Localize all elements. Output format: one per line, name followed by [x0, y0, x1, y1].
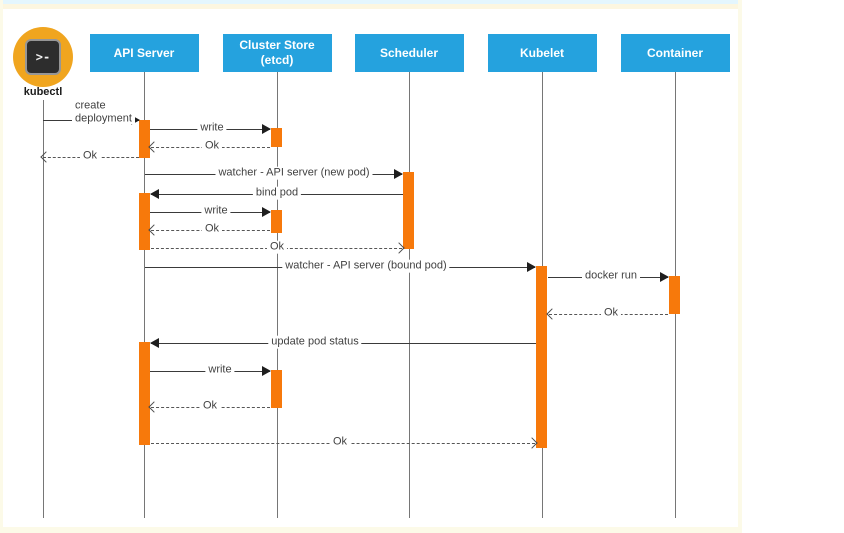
activation-bar-cluster-store-etcd[interactable]	[271, 210, 282, 233]
message-label: bind pod	[252, 186, 302, 200]
participant-header-cluster-store-etcd[interactable]: Cluster Store(etcd)	[222, 34, 332, 72]
participant-header-label: API Server	[113, 45, 175, 60]
message-label: Ok	[266, 240, 288, 254]
activation-bar-cluster-store-etcd[interactable]	[271, 370, 282, 408]
arrowhead-open-icon	[148, 401, 160, 413]
arrowhead-filled-icon	[262, 124, 271, 134]
message-label: watcher - API server (bound pod)	[282, 259, 450, 273]
message-label-line: deployment	[75, 112, 132, 124]
lifeline-scheduler[interactable]	[409, 72, 410, 518]
activation-bar-container[interactable]	[669, 276, 680, 314]
message-label: update pod status	[268, 335, 362, 349]
arrowhead-filled-icon	[660, 272, 669, 282]
message-label: Ok	[201, 222, 223, 236]
lifeline-kubectl[interactable]	[43, 100, 44, 518]
participant-header-scheduler[interactable]: Scheduler	[354, 34, 464, 72]
arrowhead-open-icon	[546, 308, 558, 320]
frame-top-band	[0, 0, 742, 4]
participant-header-kubelet[interactable]: Kubelet	[487, 34, 597, 72]
message-label: Ok	[329, 435, 351, 449]
message-label: Ok	[79, 149, 101, 163]
message-label: Ok	[600, 306, 622, 320]
arrowhead-filled-icon	[527, 262, 536, 272]
terminal-prompt: >-	[35, 50, 51, 64]
arrowhead-filled-icon	[262, 207, 271, 217]
terminal-icon: >-	[25, 39, 61, 75]
message-label: docker run	[582, 269, 640, 283]
message-label: write	[205, 363, 235, 377]
frame-right-border	[738, 0, 742, 533]
participant-header-label: Scheduler	[379, 45, 439, 60]
participant-header-api-server[interactable]: API Server	[89, 34, 199, 72]
activation-bar-api-server[interactable]	[139, 120, 150, 158]
frame-bottom-border	[0, 527, 742, 533]
frame-left-border	[0, 0, 3, 533]
activation-bar-kubelet[interactable]	[536, 266, 547, 448]
message-label: write	[201, 204, 231, 218]
arrowhead-filled-icon	[131, 115, 140, 125]
arrowhead-filled-icon	[394, 169, 403, 179]
participant-header-label: (etcd)	[260, 53, 294, 67]
arrowhead-filled-icon	[150, 189, 159, 199]
message-label: watcher - API server (new pod)	[215, 166, 373, 180]
activation-bar-scheduler[interactable]	[403, 172, 414, 249]
frame-top-border	[0, 4, 742, 9]
participant-header-container[interactable]: Container	[620, 34, 730, 72]
lifeline-cluster-store-etcd[interactable]	[277, 72, 278, 518]
arrowhead-open-icon	[148, 141, 160, 153]
kubectl-label: kubectl	[23, 86, 63, 98]
participant-header-label: Cluster Store	[239, 38, 315, 52]
arrowhead-open-icon	[148, 224, 160, 236]
message-label: Ok	[201, 139, 223, 153]
participant-header-label: Container	[646, 45, 703, 60]
lifeline-api-server[interactable]	[144, 72, 145, 518]
activation-bar-api-server[interactable]	[139, 193, 150, 250]
arrowhead-filled-icon	[150, 338, 159, 348]
message-label: Ok	[199, 399, 221, 413]
activation-bar-cluster-store-etcd[interactable]	[271, 128, 282, 147]
activation-bar-api-server[interactable]	[139, 342, 150, 445]
participant-header-label: Kubelet	[519, 45, 564, 60]
message-label: write	[197, 121, 227, 135]
message-label-line: create	[75, 99, 106, 112]
arrowhead-filled-icon	[262, 366, 271, 376]
